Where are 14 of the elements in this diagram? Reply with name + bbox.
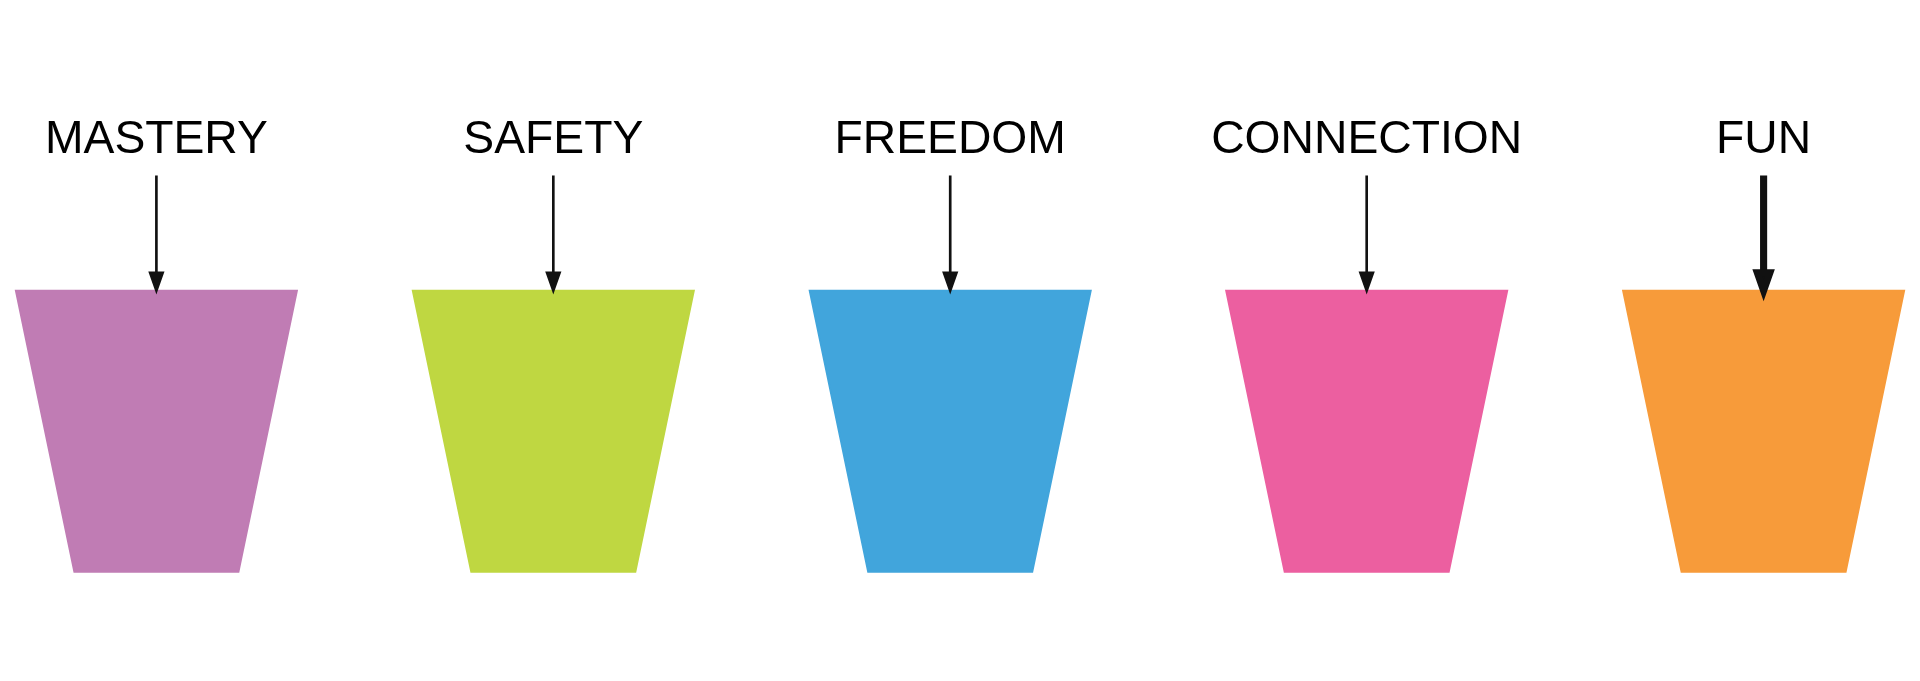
arrow (545, 175, 562, 295)
arrow (148, 175, 165, 295)
node-picture (1621, 289, 1906, 573)
arrow (1358, 175, 1375, 295)
node-picture (808, 289, 1092, 573)
node-picture (411, 289, 695, 573)
arrow (942, 175, 959, 295)
node-text: FUN (1716, 111, 1812, 164)
node-text: FREEDOM (834, 111, 1066, 164)
node-text: CONNECTION (1211, 111, 1523, 164)
node-picture (14, 289, 299, 573)
node-text: MASTERY (44, 111, 268, 164)
node-text: SAFETY (463, 111, 644, 164)
node-picture (1225, 289, 1509, 573)
